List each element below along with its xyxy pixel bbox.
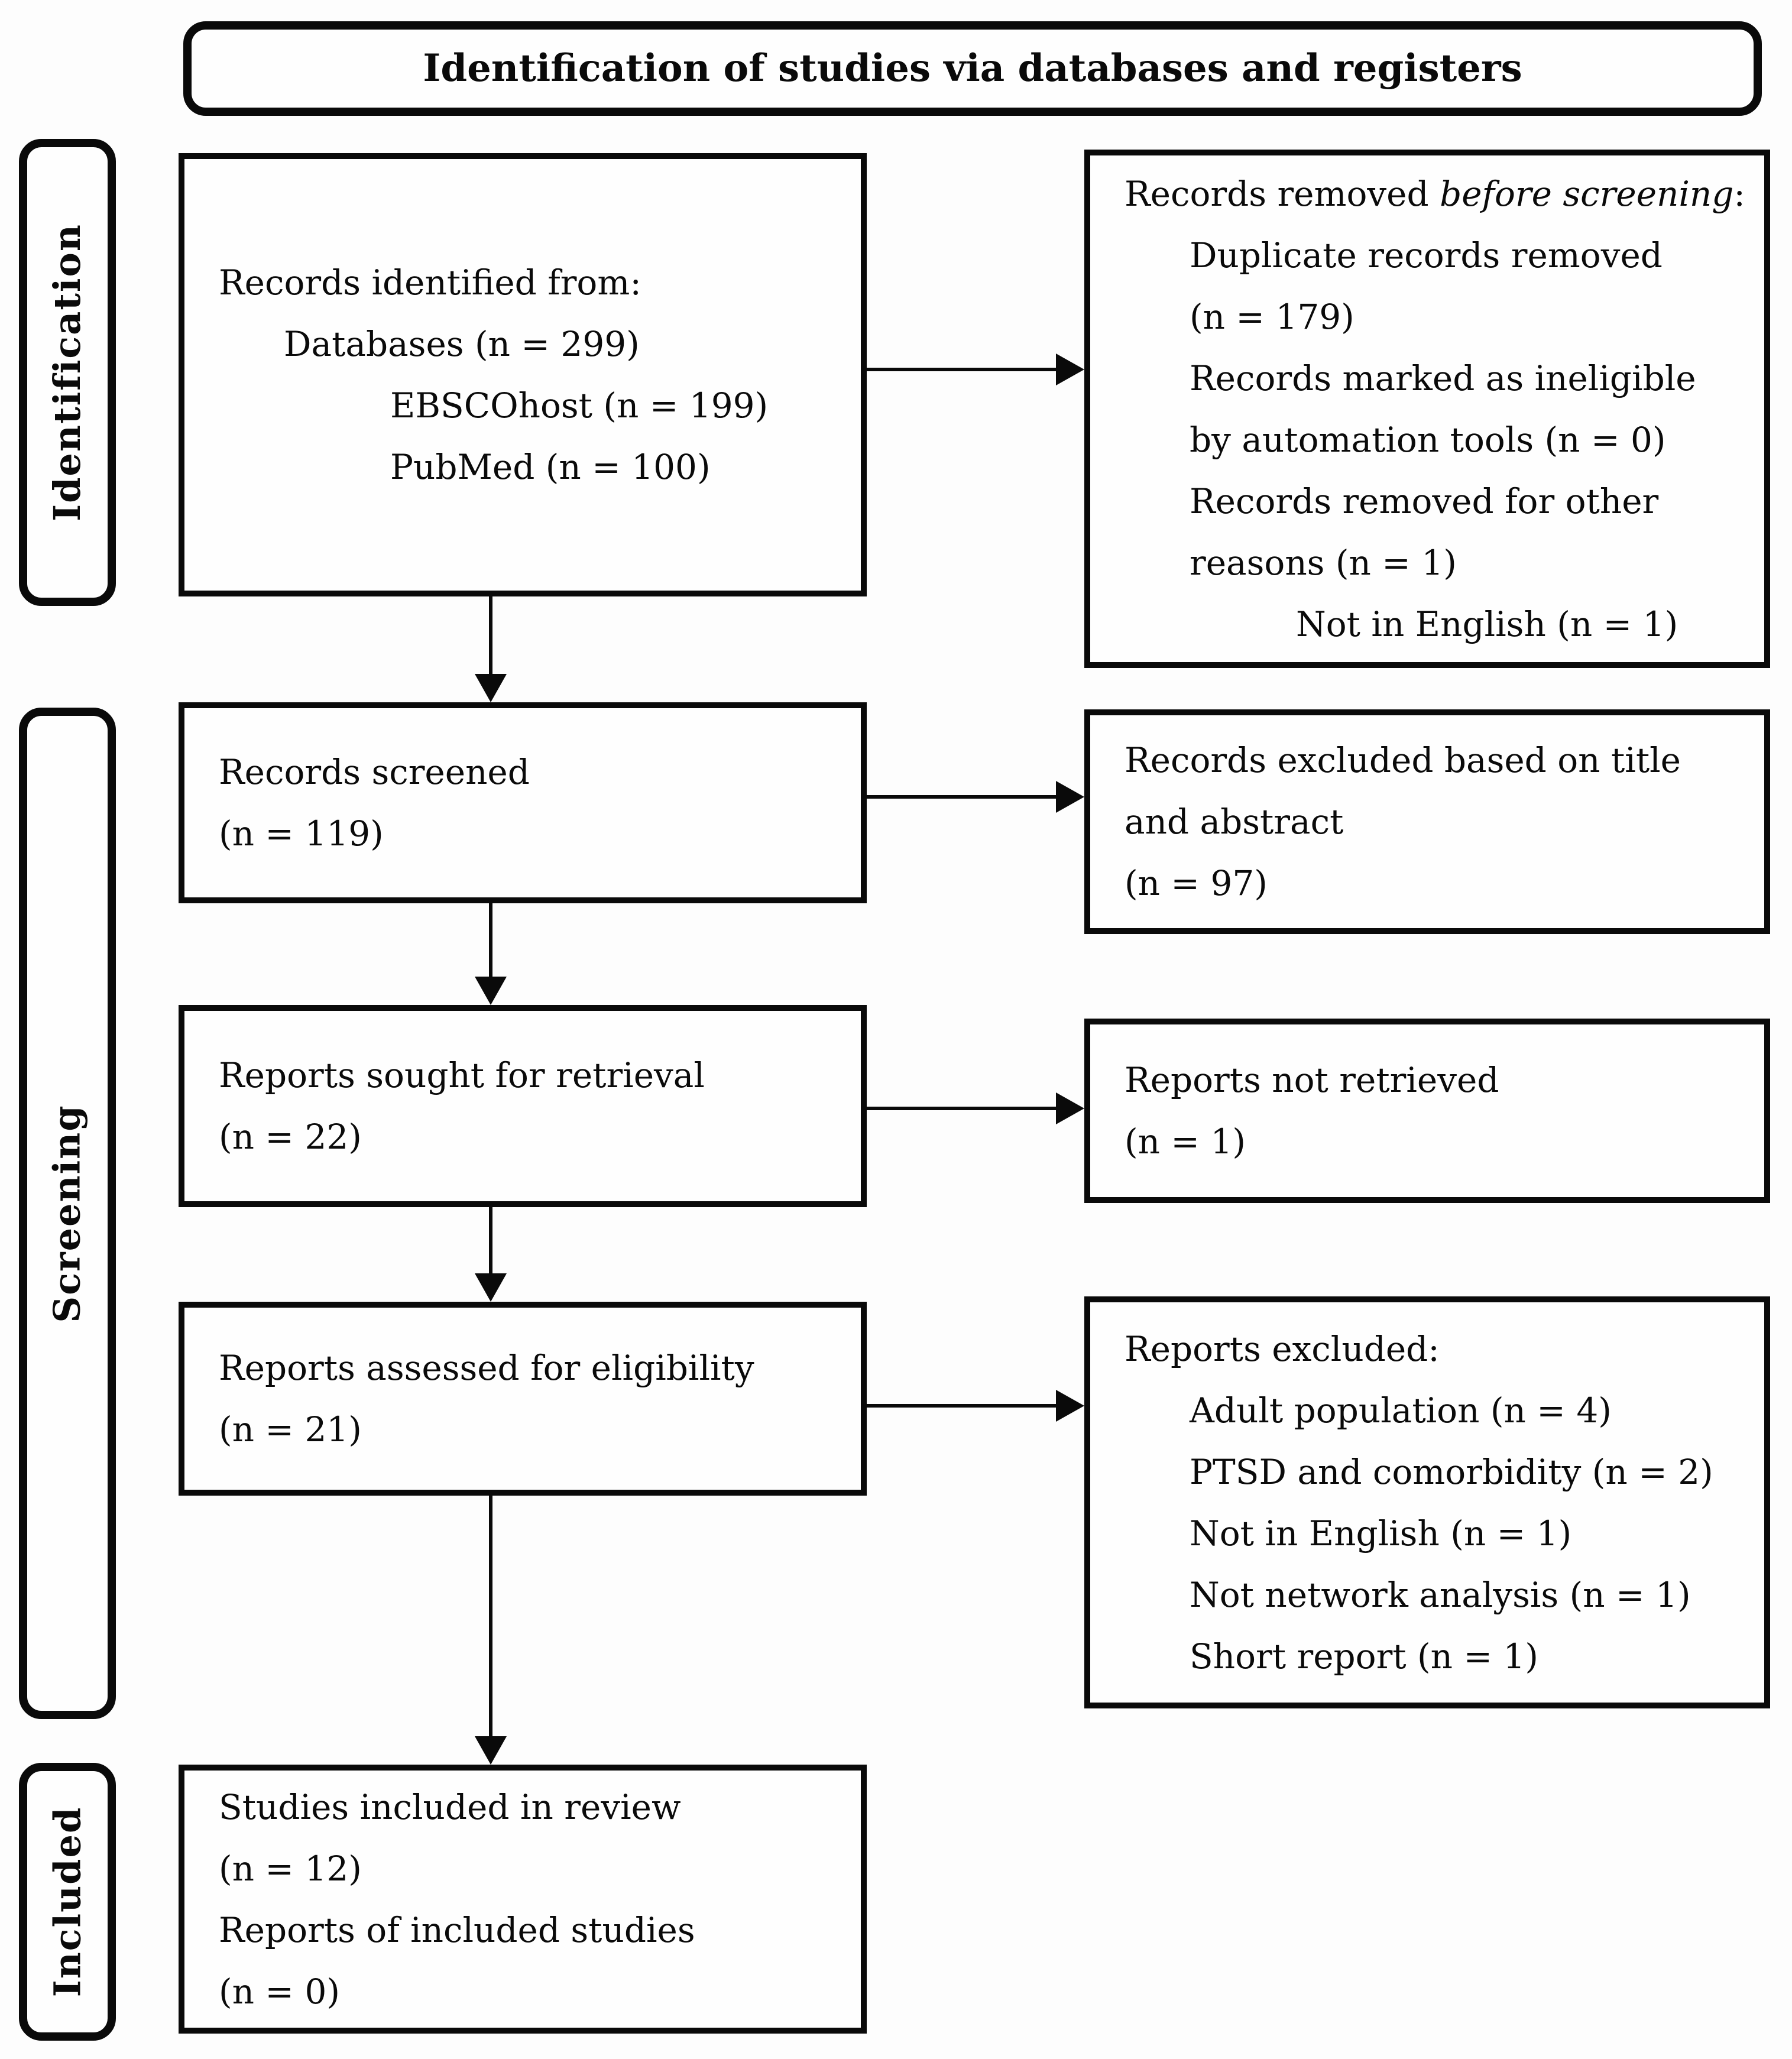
reports-assessed-label: Reports assessed for eligibility <box>219 1348 754 1388</box>
records-removed-header: Records removed before screening: <box>1125 163 1745 225</box>
records-removed-header-prefix: Records removed <box>1125 173 1440 214</box>
sidebar-phase-screening: Screening <box>19 708 116 1719</box>
arrow-head-right-icon <box>1056 781 1084 813</box>
records-excluded-count: (n = 97) <box>1125 863 1268 903</box>
reports-excluded-item-adult-population: Adult population (n = 4) <box>1190 1390 1612 1431</box>
records-identified-databases: Databases (n = 299) <box>284 324 640 364</box>
box-studies-included: Studies included in review (n = 12) Repo… <box>179 1765 867 2034</box>
arrow-head-down-icon <box>475 1273 507 1302</box>
reports-not-retrieved-label: Reports not retrieved <box>1125 1060 1499 1100</box>
box-reports-excluded: Reports excluded: Adult population (n = … <box>1084 1296 1770 1708</box>
box-reports-assessed: Reports assessed for eligibility (n = 21… <box>179 1302 867 1496</box>
arrow-head-right-icon <box>1056 354 1084 385</box>
reports-excluded-item-not-english: Not in English (n = 1) <box>1190 1513 1572 1554</box>
arrow-line <box>489 903 492 979</box>
records-removed-line2: (n = 179) <box>1190 296 1354 337</box>
reports-assessed-count: (n = 21) <box>219 1409 362 1450</box>
records-identified-header: Records identified from: <box>219 262 641 303</box>
box-records-excluded: Records excluded based on title and abst… <box>1084 709 1770 934</box>
records-removed-line4: by automation tools (n = 0) <box>1190 419 1666 460</box>
records-screened-label: Records screened <box>219 752 530 792</box>
arrow-head-right-icon <box>1056 1092 1084 1124</box>
reports-excluded-item-ptsd-comorbidity: PTSD and comorbidity (n = 2) <box>1190 1451 1713 1492</box>
studies-included-line2: (n = 12) <box>219 1848 362 1889</box>
box-reports-not-retrieved: Reports not retrieved (n = 1) <box>1084 1019 1770 1203</box>
sidebar-phase-included: Included <box>19 1763 116 2041</box>
reports-not-retrieved-count: (n = 1) <box>1125 1121 1246 1162</box>
records-removed-line3: Records marked as ineligible <box>1190 358 1696 398</box>
studies-included-line3: Reports of included studies <box>219 1909 695 1950</box>
arrow-head-down-icon <box>475 1736 507 1765</box>
records-excluded-line1: Records excluded based on title <box>1125 740 1681 780</box>
reports-excluded-header: Reports excluded: <box>1125 1328 1440 1369</box>
box-reports-sought: Reports sought for retrieval (n = 22) <box>179 1005 867 1207</box>
records-identified-source-pubmed: PubMed (n = 100) <box>390 447 711 487</box>
phase-label-identification: Identification <box>46 223 89 521</box>
arrow-line <box>867 368 1058 371</box>
arrow-head-down-icon <box>475 674 507 702</box>
sidebar-phase-identification: Identification <box>19 139 116 606</box>
records-screened-count: (n = 119) <box>219 813 384 854</box>
reports-excluded-item-short-report: Short report (n = 1) <box>1190 1636 1539 1677</box>
arrow-head-right-icon <box>1056 1390 1084 1422</box>
phase-label-included: Included <box>46 1806 89 1998</box>
box-records-identified: Records identified from: Databases (n = … <box>179 153 867 596</box>
title-box: Identification of studies via databases … <box>183 21 1762 116</box>
studies-included-line4: (n = 0) <box>219 1971 340 2012</box>
records-removed-line5: Records removed for other <box>1190 481 1659 521</box>
records-removed-line6: reasons (n = 1) <box>1190 542 1457 583</box>
reports-excluded-item-not-network-analysis: Not network analysis (n = 1) <box>1190 1574 1691 1615</box>
arrow-line <box>867 1107 1058 1110</box>
box-records-removed: Records removed before screening: Duplic… <box>1084 150 1770 668</box>
arrow-line <box>489 1496 492 1739</box>
arrow-line <box>489 596 492 676</box>
records-removed-header-italic: before screening <box>1440 173 1734 214</box>
phase-label-screening: Screening <box>46 1104 89 1323</box>
records-identified-source-ebscohost: EBSCOhost (n = 199) <box>390 385 769 426</box>
reports-sought-count: (n = 22) <box>219 1117 362 1157</box>
records-excluded-line2: and abstract <box>1125 802 1344 842</box>
box-records-screened: Records screened (n = 119) <box>179 702 867 903</box>
records-removed-header-suffix: : <box>1733 173 1745 214</box>
arrow-line <box>867 1404 1058 1408</box>
reports-sought-label: Reports sought for retrieval <box>219 1055 705 1095</box>
studies-included-line1: Studies included in review <box>219 1786 681 1827</box>
records-removed-line1: Duplicate records removed <box>1190 235 1663 275</box>
arrow-line <box>867 795 1058 799</box>
arrow-head-down-icon <box>475 977 507 1005</box>
arrow-line <box>489 1207 492 1276</box>
records-removed-subitem-not-english: Not in English (n = 1) <box>1296 604 1678 644</box>
diagram-title: Identification of studies via databases … <box>423 46 1522 90</box>
